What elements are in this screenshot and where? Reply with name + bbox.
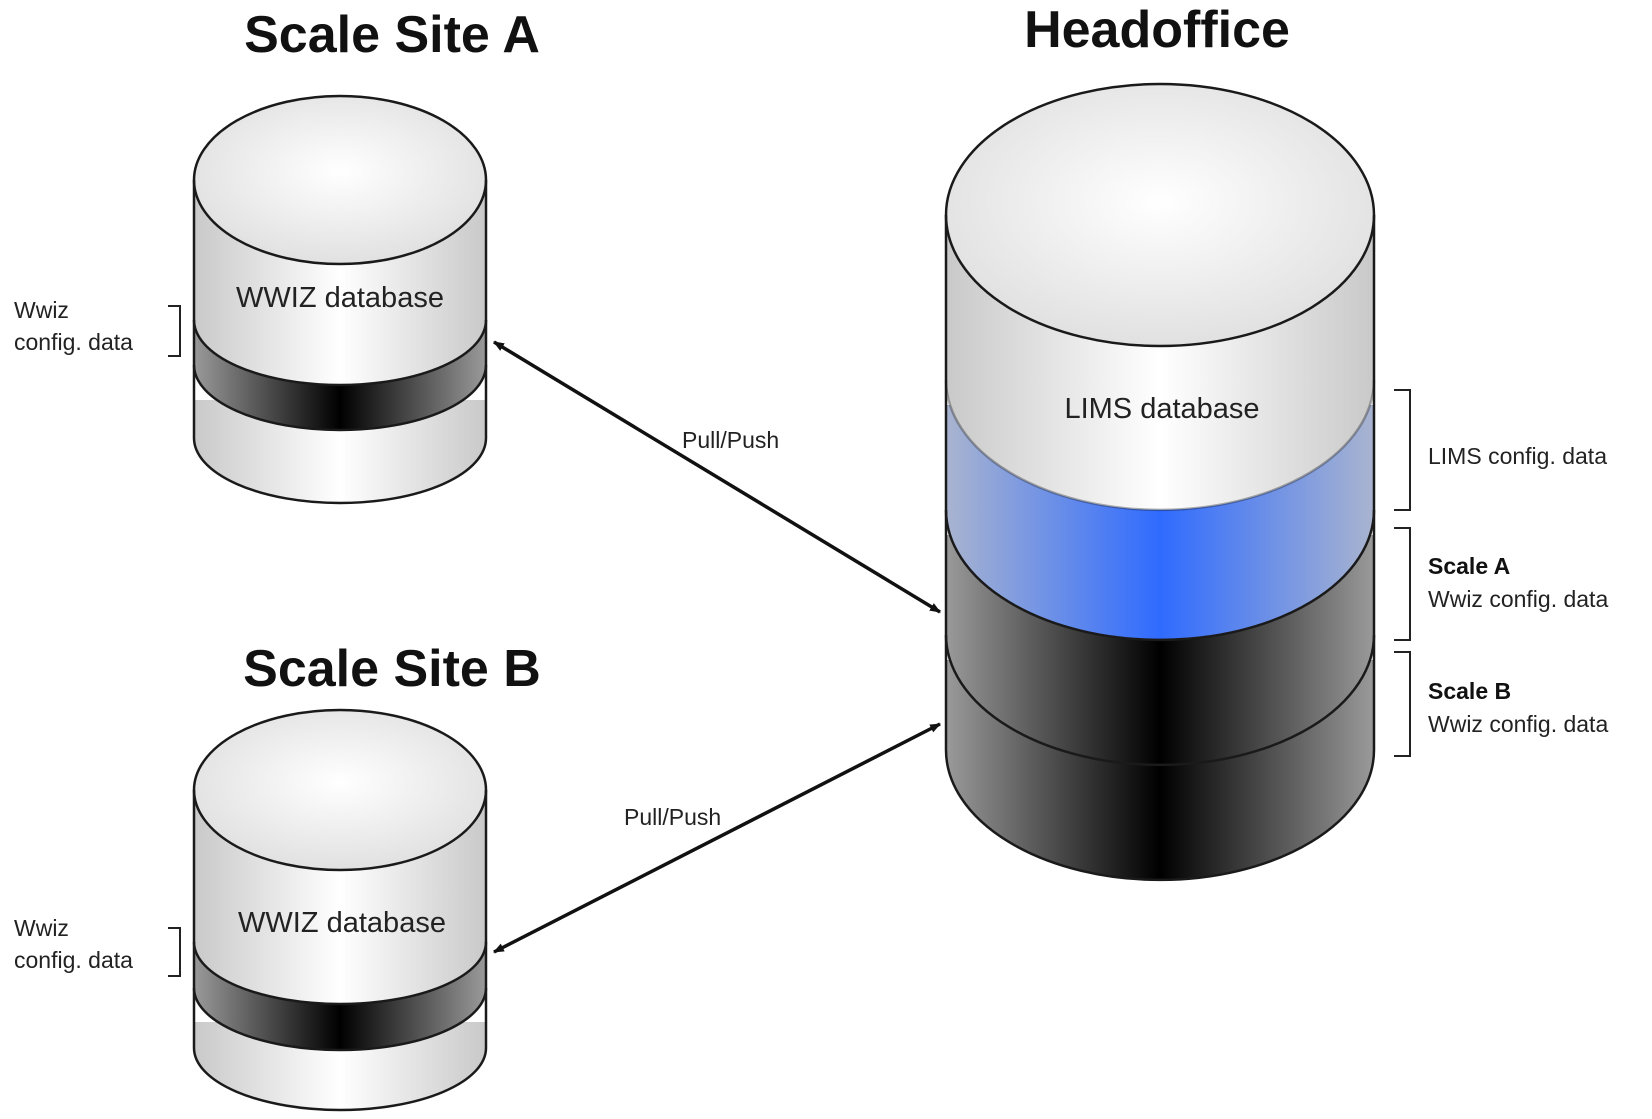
site-a-config-label-line1: Wwiz [14,297,69,323]
site-b-headoffice-arrow [493,722,941,954]
scale-b-config-title: Scale B [1428,678,1511,704]
scale-a-config-bracket [1394,527,1411,641]
headoffice-title: Headoffice [1024,1,1290,59]
site-b-database-cylinder [192,708,488,1112]
scale-b-config-sub: Wwiz config. data [1428,711,1608,737]
site-a-config-bracket [168,305,181,357]
headoffice-database-cylinder [944,82,1376,882]
scale-a-config-title: Scale A [1428,553,1510,579]
site-b-config-label-line2: config. data [14,947,133,973]
site-b-config-label-line1: Wwiz [14,915,69,941]
site-a-config-label-line2: config. data [14,329,133,355]
site-a-title: Scale Site A [244,6,540,64]
site-b-title: Scale Site B [243,640,541,698]
site-a-link-label: Pull/Push [682,427,779,453]
scale-a-config-sub: Wwiz config. data [1428,586,1608,612]
lims-config-bracket [1394,389,1411,511]
lims-config-label: LIMS config. data [1428,443,1607,469]
scale-b-config-bracket [1394,651,1411,757]
site-b-db-label: WWIZ database [238,907,446,939]
site-a-db-label: WWIZ database [236,282,444,314]
lims-db-label: LIMS database [1064,393,1259,425]
site-a-database-cylinder [192,94,488,505]
site-b-link-label: Pull/Push [624,804,721,830]
site-b-config-bracket [168,927,181,977]
site-a-headoffice-arrow [493,340,941,614]
